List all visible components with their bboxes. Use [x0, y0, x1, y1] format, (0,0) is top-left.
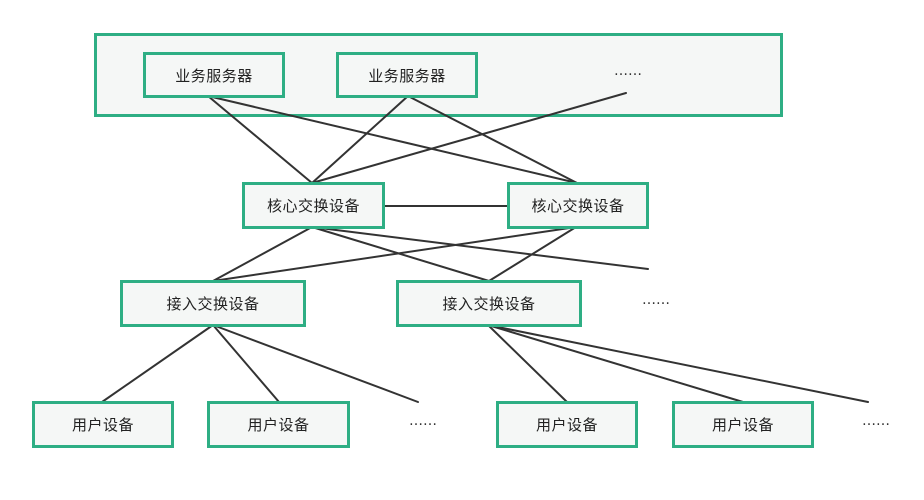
link-access2-user3	[487, 324, 568, 403]
link-access1-user2	[212, 324, 280, 403]
link-core2-access1	[212, 226, 577, 282]
link-core2-access2	[488, 226, 577, 282]
link-access2-user4	[487, 324, 744, 403]
link-server-more-core1	[311, 92, 627, 184]
user-device-2: 用户设备	[207, 401, 350, 448]
link-server2-core1	[311, 95, 409, 184]
link-access2-more	[487, 324, 869, 403]
access-switch-1: 接入交换设备	[120, 280, 306, 327]
user-left-ellipsis: ……	[409, 413, 437, 429]
user-device-4: 用户设备	[672, 401, 814, 448]
user-device-4-label: 用户设备	[711, 416, 774, 434]
business-server-2: 业务服务器	[336, 52, 478, 98]
user-device-1-label: 用户设备	[71, 416, 134, 434]
user-right-ellipsis: ……	[862, 413, 890, 429]
access-layer-ellipsis: ……	[642, 292, 670, 308]
user-device-3-label: 用户设备	[535, 416, 598, 434]
link-access1-user1	[101, 324, 214, 403]
user-device-1: 用户设备	[32, 401, 174, 448]
link-server2-core2	[407, 95, 578, 184]
link-server1-core2	[207, 95, 578, 184]
business-server-1-label: 业务服务器	[175, 66, 253, 85]
core-switch-2: 核心交换设备	[507, 182, 649, 229]
link-access1-more	[212, 324, 419, 403]
user-device-3: 用户设备	[496, 401, 638, 448]
access-switch-2: 接入交换设备	[396, 280, 582, 327]
access-switch-2-label: 接入交换设备	[442, 295, 536, 313]
business-server-1: 业务服务器	[143, 52, 285, 98]
core-switch-2-label: 核心交换设备	[531, 197, 625, 215]
user-device-2-label: 用户设备	[247, 416, 310, 434]
link-server1-core1	[207, 95, 313, 184]
link-core1-more	[311, 226, 649, 270]
service-layer-ellipsis: ……	[614, 63, 642, 79]
core-switch-1: 核心交换设备	[242, 182, 385, 229]
link-core1-access1	[212, 226, 313, 282]
core-switch-1-label: 核心交换设备	[266, 197, 360, 215]
access-switch-1-label: 接入交换设备	[166, 295, 260, 313]
business-server-2-label: 业务服务器	[368, 66, 446, 85]
